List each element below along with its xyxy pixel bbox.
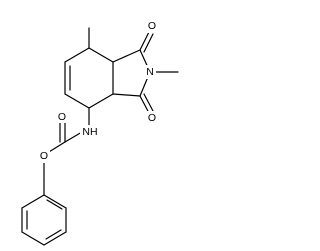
carbamate-nh-label: NH <box>82 126 97 138</box>
atom-carbamate-nh: NH <box>80 125 100 139</box>
bond-nh-carbonyl-c <box>64 131 83 143</box>
bond-co-top-1 <box>139 31 150 51</box>
bond-benzene-3 <box>43 231 67 246</box>
bond-ring-c1-c2 <box>88 47 114 63</box>
bond-benzene-6 <box>21 194 45 209</box>
bond-benzene-double-a <box>46 199 63 210</box>
bond-ring-c6-c1 <box>64 47 90 63</box>
carbamate-carbonyl-oxygen-label: O <box>58 111 66 123</box>
oxygen-bottom-label: O <box>148 112 156 124</box>
bond-ring-c3-c4 <box>88 93 114 109</box>
atom-oxygen-bottom: O <box>146 111 157 124</box>
atom-carbamate-carbonyl-oxygen: O <box>57 110 68 123</box>
bond-co-bottom-1 <box>139 95 150 114</box>
atom-labels: O N O NH O O <box>38 20 157 163</box>
bond-benzene-double-b <box>45 229 62 240</box>
bond-co-bottom-2 <box>143 93 154 112</box>
carbamate-ester-oxygen-label: O <box>40 150 48 162</box>
bond-imide-c2-ctop <box>112 49 141 63</box>
bond-benzene-1 <box>43 194 67 209</box>
bond-co-top-2 <box>143 33 154 53</box>
bond-benzene-4 <box>21 231 45 246</box>
bond-ring-c4-c5 <box>64 93 90 109</box>
atom-imide-nitrogen: N <box>144 65 156 79</box>
chemical-structure-diagram: O N O NH O O <box>21 20 179 246</box>
atom-oxygen-top: O <box>146 20 157 33</box>
bond-imide-cbottom-c3 <box>112 93 141 97</box>
oxygen-top-label: O <box>148 20 156 32</box>
atom-carbamate-ester-oxygen: O <box>38 150 50 163</box>
imide-nitrogen-label: N <box>146 66 154 78</box>
